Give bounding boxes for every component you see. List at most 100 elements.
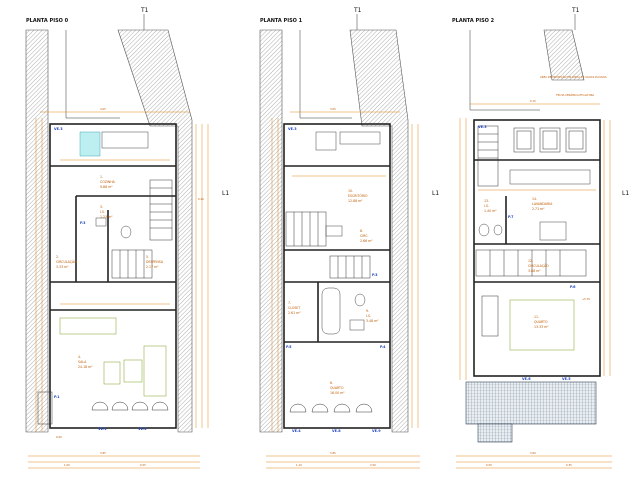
- axis-side-label: L1: [622, 190, 629, 197]
- laundry-counter: [509, 169, 591, 185]
- svg-text:ESCRITÓRIO: ESCRITÓRIO: [348, 193, 368, 198]
- svg-text:13.: 13.: [484, 199, 489, 203]
- svg-text:2.66 m²: 2.66 m²: [360, 239, 373, 243]
- window-tag: VE.8: [332, 429, 341, 433]
- dimension-lines: [266, 111, 420, 469]
- building-outline: [283, 123, 391, 429]
- living-furniture: [59, 317, 167, 397]
- skylights: [513, 127, 587, 153]
- room-label-escritorio: 10. ESCRITÓRIO 12.88 m²: [348, 189, 368, 203]
- door-tag: P.3: [80, 221, 86, 225]
- level-mark: 0.00: [56, 435, 62, 439]
- room-label-quarto: 6. QUARTO 16.00 m²: [330, 381, 345, 395]
- dimension-value: 3.85: [100, 451, 106, 455]
- roof-note: ÁREA DE PROTEÇÃO EM LINHA DE ÁGUAS PLUVI…: [540, 74, 607, 79]
- svg-text:1.23 m²: 1.23 m²: [100, 215, 113, 219]
- dimension-value: 1.00: [64, 463, 70, 467]
- party-wall-left: [25, 29, 49, 433]
- svg-text:DESPENSA: DESPENSA: [146, 260, 164, 264]
- entry-path: [65, 30, 120, 119]
- door-tag: P.4: [380, 345, 386, 349]
- svg-text:3.88 m²: 3.88 m²: [528, 269, 541, 273]
- axis-top-label: T1: [140, 7, 149, 14]
- party-wall-left: [259, 29, 283, 433]
- svg-text:1.40 m²: 1.40 m²: [484, 209, 497, 213]
- svg-text:3.: 3.: [100, 205, 103, 209]
- svg-text:12.: 12.: [528, 259, 533, 263]
- kitchen-counter: [79, 131, 101, 157]
- svg-text:3.48 m²: 3.48 m²: [366, 319, 379, 323]
- shelf-unit: [339, 131, 381, 145]
- party-wall-right: [117, 29, 193, 433]
- washer-icon: [539, 221, 567, 241]
- dimension-value: 2.50: [370, 463, 376, 467]
- svg-text:QUARTO: QUARTO: [534, 320, 548, 324]
- dimension-lines: [456, 103, 612, 469]
- dimension-value: 3.85: [330, 451, 336, 455]
- svg-text:CIRC.: CIRC.: [360, 234, 368, 238]
- room-label-circulacao: 12. CIRCULAÇÃO 3.88 m²: [528, 259, 549, 273]
- svg-text:9.: 9.: [366, 309, 369, 313]
- dimension-value: 3.60: [530, 451, 536, 455]
- roof-note: TELHA CERÂMICA EM ALTURA: [556, 92, 594, 97]
- toilet-icon: [478, 223, 490, 237]
- front-doors: [91, 401, 169, 411]
- room-label-cozinha: 1. COZINHA 9.88 m²: [100, 175, 116, 189]
- svg-text:10.: 10.: [348, 189, 353, 193]
- room-label-is: 9. I.S. 3.48 m²: [366, 309, 379, 323]
- washbasin-icon: [349, 319, 365, 331]
- plan-title: PLANTA PISO 2: [452, 18, 495, 24]
- staircase: [475, 125, 587, 277]
- window-tag: VE.3: [288, 127, 297, 131]
- dimension-value: 4.05: [100, 107, 106, 111]
- svg-text:2.71 m²: 2.71 m²: [532, 207, 545, 211]
- desk-icon: [315, 131, 337, 151]
- svg-text:CIRCULAÇÃO: CIRCULAÇÃO: [528, 263, 549, 268]
- svg-text:COZINHA: COZINHA: [100, 180, 116, 184]
- axis-side-label: L1: [432, 190, 439, 197]
- washbasin-icon: [493, 224, 503, 236]
- svg-text:11.: 11.: [534, 315, 539, 319]
- roof-outline: [469, 30, 540, 111]
- room-label-circulacao: 2. CIRCULAÇÃO 3.33 m²: [56, 255, 77, 269]
- svg-text:CIRCULAÇÃO: CIRCULAÇÃO: [56, 259, 77, 264]
- plan-title: PLANTA PISO 1: [260, 18, 303, 24]
- side-stair: [37, 391, 53, 425]
- window-tag: VE.5: [562, 377, 571, 381]
- svg-text:9.88 m²: 9.88 m²: [100, 185, 113, 189]
- svg-text:QUARTO: QUARTO: [330, 386, 344, 390]
- svg-text:1.: 1.: [100, 175, 103, 179]
- door-tag: P.3: [372, 273, 378, 277]
- window-tag: VE.1: [98, 427, 107, 431]
- table-icon: [325, 225, 343, 237]
- balcony-step: [477, 423, 513, 443]
- svg-text:CLOSET: CLOSET: [288, 306, 300, 310]
- roof-hatch: [543, 29, 585, 81]
- window-tag: VE.9: [372, 429, 381, 433]
- wardrobe-icon: [481, 295, 499, 337]
- dimension-value: 0.50: [486, 463, 492, 467]
- svg-text:I.S.: I.S.: [366, 314, 371, 318]
- staircase: [111, 179, 173, 279]
- room-label-despensa: 5. DESPENSA 2.17 m²: [146, 255, 164, 269]
- door-tag: P.6: [570, 285, 576, 289]
- plan-piso-2: PLANTA PISO 2 T1 L1 ÁREA DE PROTEÇÃO EM …: [452, 7, 629, 469]
- window-tag: VE.3: [54, 127, 63, 131]
- washbasin-icon: [95, 217, 107, 227]
- front-doors: [289, 403, 373, 413]
- axis-side-label: L1: [222, 190, 229, 197]
- door-tag: P.7: [508, 215, 514, 219]
- dimension-value: 0.55: [140, 463, 146, 467]
- svg-text:24.18 m²: 24.18 m²: [78, 365, 93, 369]
- room-label-circ: 8. CIRC. 2.66 m²: [360, 229, 373, 243]
- bed-icon: [509, 299, 575, 351]
- svg-text:2.17 m²: 2.17 m²: [146, 265, 159, 269]
- balcony-grating: [465, 381, 597, 425]
- room-label-lavandaria: 14. LAVANDARIA 2.71 m²: [532, 197, 553, 211]
- dimension-value: 0.15: [530, 99, 536, 103]
- svg-text:6.: 6.: [330, 381, 333, 385]
- window-tag: VE.3: [478, 125, 487, 129]
- room-label-closet: 7. CLOSET 2.61 m²: [288, 301, 301, 315]
- window-tag: VE.4: [292, 429, 301, 433]
